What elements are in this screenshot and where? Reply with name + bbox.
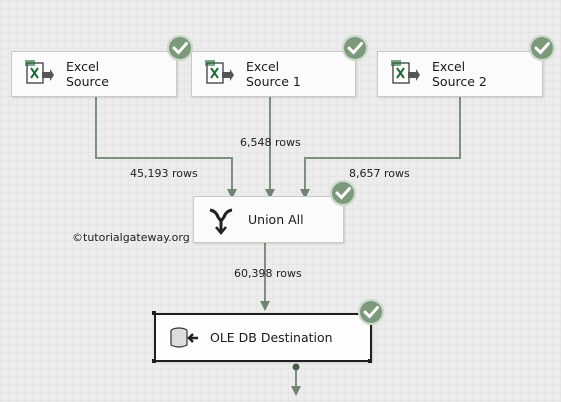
excel-source-2-component[interactable]: Excel Source 2 xyxy=(377,51,543,97)
ole-db-destination-component[interactable]: OLE DB Destination xyxy=(154,313,372,362)
success-check-icon xyxy=(529,35,555,61)
selection-handle[interactable] xyxy=(152,311,156,315)
success-check-icon xyxy=(167,35,193,61)
watermark-text: ©tutorialgateway.org xyxy=(72,231,190,244)
excel-source-component[interactable]: Excel Source xyxy=(11,51,177,97)
row-count-source-2: 8,657 rows xyxy=(349,167,410,180)
row-count-source: 45,193 rows xyxy=(130,167,198,180)
union-all-label: Union All xyxy=(248,212,304,227)
success-check-icon xyxy=(330,180,356,206)
ole-db-destination-label: OLE DB Destination xyxy=(210,330,333,345)
excel-source-icon xyxy=(24,59,54,89)
excel-source-1-component[interactable]: Excel Source 1 xyxy=(191,51,356,97)
union-all-icon xyxy=(206,205,236,235)
excel-source-2-label: Excel Source 2 xyxy=(432,59,487,89)
success-check-icon xyxy=(342,35,368,61)
path-source-to-union[interactable] xyxy=(95,96,237,199)
excel-source-icon xyxy=(204,59,234,89)
selection-handle[interactable] xyxy=(368,359,372,363)
excel-source-1-label: Excel Source 1 xyxy=(246,59,301,89)
excel-source-label: Excel Source xyxy=(66,59,109,89)
union-all-component[interactable]: Union All xyxy=(193,196,344,243)
excel-source-icon xyxy=(390,59,420,89)
success-check-icon xyxy=(358,299,384,325)
row-count-union: 60,398 rows xyxy=(234,267,302,280)
selection-handle[interactable] xyxy=(152,359,156,363)
error-output-connector[interactable] xyxy=(292,363,300,371)
ole-db-destination-icon xyxy=(168,323,198,353)
row-count-source-1: 6,548 rows xyxy=(240,136,301,149)
path-source2-to-union[interactable] xyxy=(300,96,461,199)
